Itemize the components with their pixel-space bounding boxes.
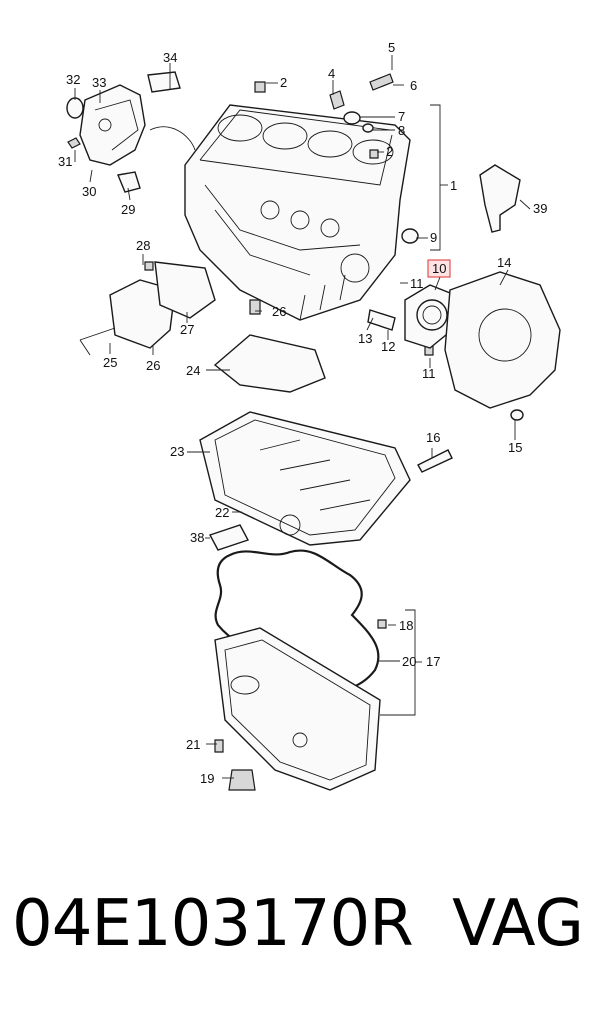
callout-8: 9 <box>430 230 437 245</box>
bolts <box>67 73 434 753</box>
upper-oil-pan <box>199 411 411 546</box>
callout-14: 14 <box>497 255 511 270</box>
callout-30: 29 <box>121 202 135 217</box>
callout-31: 30 <box>82 184 96 199</box>
callout-5: 6 <box>410 78 417 93</box>
callout-11: 11 <box>422 366 436 381</box>
plate-opening <box>478 308 532 362</box>
callout-32: 31 <box>58 154 72 169</box>
callout-22: 22 <box>215 505 229 520</box>
callout-13: 13 <box>358 331 372 346</box>
callout-34: 33 <box>92 75 106 90</box>
crankshaft-seal-flange <box>367 284 456 349</box>
callout-2b: 2 <box>386 144 393 159</box>
seal-ring <box>66 97 84 119</box>
timing-cover-bracket <box>79 84 196 193</box>
callout-9: 11 <box>410 276 424 291</box>
callout-35: 34 <box>163 50 177 65</box>
bracket <box>479 164 521 233</box>
callout-6: 7 <box>398 109 405 124</box>
callout-3: 4 <box>328 66 335 81</box>
callout-12: 12 <box>381 339 395 354</box>
callout-1: 1 <box>450 178 457 193</box>
callout-39: 39 <box>533 201 547 216</box>
oil-pan-gasket <box>214 549 380 693</box>
callout-26: 25 <box>103 355 117 370</box>
dowel-sleeve <box>510 409 524 421</box>
callout-17: 17 <box>426 654 440 669</box>
callout-20: 20 <box>402 654 416 669</box>
callout-38: 38 <box>190 530 204 545</box>
sealant-tube <box>417 449 453 473</box>
callout-2a: 2 <box>280 75 287 90</box>
oil-pump-module <box>79 261 216 356</box>
callout-21: 21 <box>186 737 200 752</box>
callout-labels: 34 5 32 33 2 4 6 7 8 2 1 9 31 30 29 39 2… <box>58 40 547 786</box>
callout-19: 19 <box>200 771 214 786</box>
callout-25: 26 <box>272 304 286 319</box>
callout-16: 16 <box>426 430 440 445</box>
drain-plug <box>228 769 256 791</box>
callout-7: 8 <box>398 123 405 138</box>
baffle-plate <box>213 334 326 393</box>
callout-4: 5 <box>388 40 395 55</box>
plugs <box>147 71 419 244</box>
engine-block <box>184 104 411 321</box>
callout-33: 32 <box>66 72 80 87</box>
brand-label: VAG <box>452 887 584 961</box>
exploded-parts-diagram: 34 5 32 33 2 4 6 7 8 2 1 9 31 30 29 39 2… <box>58 40 561 791</box>
highlight-box <box>427 259 451 278</box>
callout-28: 27 <box>180 322 194 337</box>
callout-24: 24 <box>186 363 200 378</box>
callout-15: 15 <box>508 440 522 455</box>
callout-23: 23 <box>170 444 184 459</box>
callout-10: 10 <box>432 261 446 276</box>
leader-lines <box>74 55 531 779</box>
callout-18: 18 <box>399 618 413 633</box>
callout-27: 26 <box>146 358 160 373</box>
callout-29: 28 <box>136 238 150 253</box>
oil-strainer <box>208 524 250 551</box>
part-number: 04E103170R <box>12 887 414 961</box>
intermediate-plate <box>444 271 561 409</box>
lower-oil-pan <box>214 627 381 791</box>
